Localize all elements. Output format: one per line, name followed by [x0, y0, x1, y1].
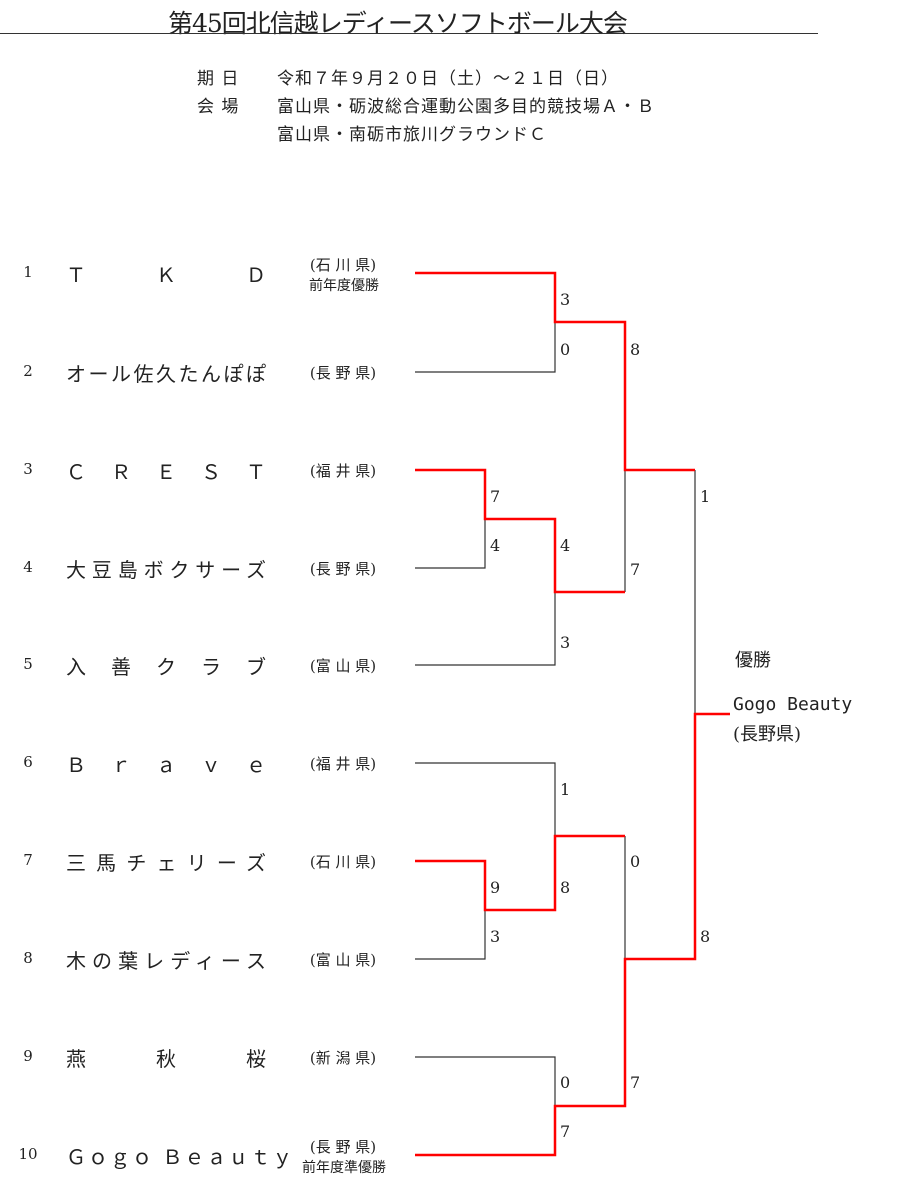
match-score: 8 — [560, 878, 571, 897]
match-score: 3 — [560, 290, 571, 309]
team-number: 2 — [23, 362, 33, 380]
team-number: 10 — [18, 1145, 38, 1163]
team-prefecture: (福 井 県) — [309, 755, 377, 773]
winner-line-team7 — [415, 834, 625, 912]
team-prefecture: (石 川 県) — [309, 256, 377, 274]
team-prefecture: (富 山 県) — [309, 657, 377, 675]
team-number: 5 — [23, 655, 33, 673]
team-name: 大豆島ボクサーズ — [66, 558, 268, 582]
team-number: 9 — [23, 1047, 33, 1065]
match-score: 0 — [560, 340, 571, 359]
title-divider — [0, 33, 818, 34]
team-number: 8 — [23, 949, 33, 967]
team-name: 三馬チェリーズ — [66, 851, 268, 875]
match-score: 4 — [560, 536, 571, 555]
team-number: 3 — [23, 460, 33, 478]
team-number: 4 — [23, 558, 33, 576]
line-team9 — [415, 1056, 556, 1106]
team-prefecture: (富 山 県) — [309, 951, 377, 969]
team-note: 前年度準優勝 — [302, 1160, 386, 1176]
match-score: 7 — [630, 560, 641, 579]
match-score: 1 — [560, 780, 571, 799]
champion-team: Gogo Beauty — [733, 694, 853, 715]
team-name: Ｇｏｇｏ Ｂｅａｕｔｙ — [66, 1145, 295, 1169]
winner-line-team10 — [415, 712, 730, 1157]
team-prefecture: (長 野 県) — [309, 560, 377, 578]
team-name: 入善クラブ — [66, 655, 268, 679]
team-number: 1 — [23, 263, 33, 281]
match-score: 8 — [630, 340, 641, 359]
team-prefecture: (長 野 県) — [309, 1138, 377, 1156]
match-score: 7 — [630, 1073, 641, 1092]
date-label: 期 日 — [197, 69, 240, 89]
venue-line-2: 富山県・南砺市旅川グラウンドＣ — [277, 125, 547, 145]
date-value: 令和７年９月２０日（土）～２１日（日） — [277, 69, 619, 89]
match-score: 4 — [490, 536, 501, 555]
match-score: 0 — [560, 1073, 571, 1092]
team-prefecture: (石 川 県) — [309, 853, 377, 871]
champion-pref: (長野県) — [733, 724, 802, 745]
match-score: 0 — [630, 852, 641, 871]
team-number: 7 — [23, 851, 33, 869]
winner-line-team3 — [415, 468, 625, 594]
line-team8 — [415, 910, 486, 960]
match-score: 1 — [700, 487, 711, 506]
team-prefecture: (長 野 県) — [309, 364, 377, 382]
match-score: 7 — [560, 1122, 571, 1141]
venue-label: 会 場 — [197, 97, 240, 117]
line-team4 — [415, 519, 486, 569]
champion-label: 優勝 — [735, 650, 771, 671]
line-team6 — [415, 762, 556, 836]
line-team5 — [415, 592, 556, 666]
team-name: Ｔ Ｋ Ｄ — [66, 263, 268, 287]
winner-line-team1 — [415, 271, 695, 472]
team-prefecture: (福 井 県) — [309, 462, 377, 480]
team-name: 燕秋桜 — [66, 1047, 268, 1071]
line-team2 — [415, 322, 556, 373]
match-score: 8 — [700, 927, 711, 946]
match-score: 3 — [560, 633, 571, 652]
match-score: 7 — [490, 487, 501, 506]
match-score: 3 — [490, 927, 501, 946]
team-number: 6 — [23, 753, 33, 771]
team-name: Ｂｒａｖｅ — [66, 753, 268, 777]
match-score: 9 — [490, 878, 501, 897]
venue-line-1: 富山県・砺波総合運動公園多目的競技場Ａ・Ｂ — [277, 97, 655, 117]
team-name: ＣＲＥＳＴ — [66, 460, 268, 484]
team-name: オール佐久たんぽぽ — [66, 362, 268, 386]
team-prefecture: (新 潟 県) — [309, 1049, 377, 1067]
team-note: 前年度優勝 — [309, 278, 379, 294]
team-name: 木の葉レディース — [66, 949, 268, 973]
